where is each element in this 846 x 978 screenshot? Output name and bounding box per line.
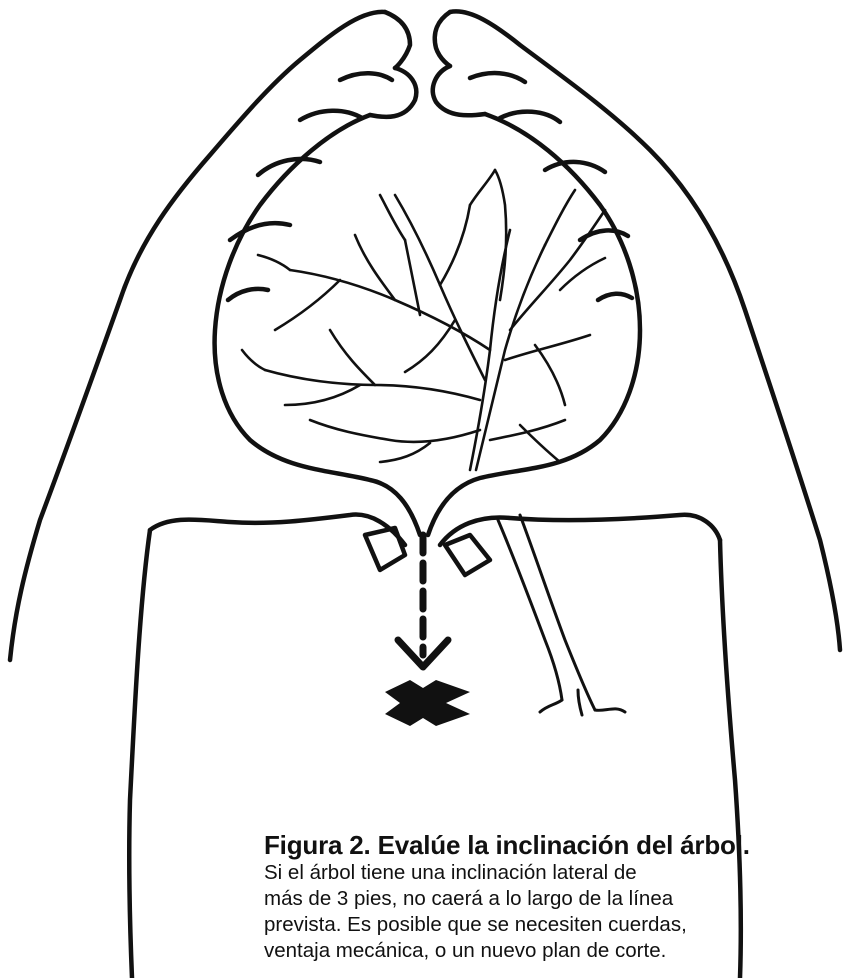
caption-line: ventaja mecánica, o un nuevo plan de cor… (264, 938, 734, 964)
caption-line: Si el árbol tiene una inclinación latera… (264, 860, 734, 886)
caption-line: prevista. Es posible que se necesiten cu… (264, 912, 734, 938)
caption-line: más de 3 pies, no caerá a lo largo de la… (264, 886, 734, 912)
figure-caption: Figura 2. Evalúe la inclinación del árbo… (264, 830, 734, 964)
tree-trunk (498, 515, 625, 715)
tree (242, 170, 605, 470)
caption-body: Si el árbol tiene una inclinación latera… (264, 860, 734, 964)
caption-title: Figura 2. Evalúe la inclinación del árbo… (264, 830, 734, 860)
x-mark-icon (385, 680, 470, 726)
